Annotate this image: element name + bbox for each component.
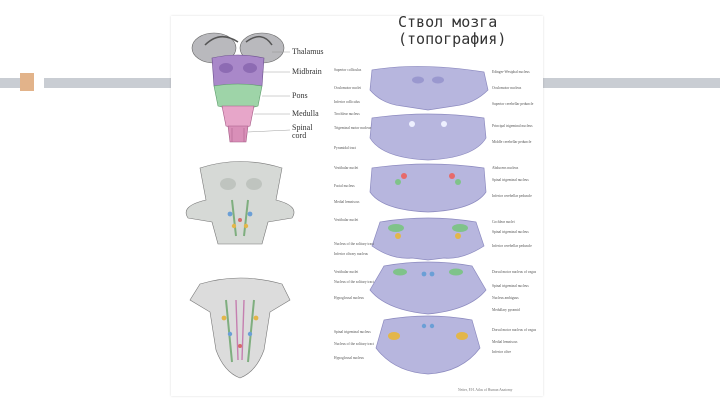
slide-title: Ствол мозга (топография) [398, 14, 506, 48]
label-thalamus: Thalamus [292, 47, 324, 56]
section-label-right: Spinal trigeminal nucleus [492, 230, 529, 234]
section-midbrain [369, 66, 489, 111]
section-label-right: Spinal trigeminal nucleus [492, 284, 529, 288]
section-label-left: Trochlear nucleus [334, 112, 360, 116]
section-lower-medulla [375, 315, 481, 375]
section-label-right: Nucleus ambiguus [492, 296, 519, 300]
section-label-right: Spinal trigeminal nucleus [492, 178, 529, 182]
section-label-right: Inferior cerebellar peduncle [492, 194, 532, 198]
section-label-left: Hypoglossal nucleus [334, 296, 364, 300]
section-label-left: Vestibular nuclei [334, 270, 359, 274]
slide-divider-mid [44, 78, 171, 88]
title-line-1: Ствол мозга [398, 13, 498, 31]
label-spinal: Spinal [292, 123, 313, 132]
section-label-right: Dorsal motor nucleus of vagus [492, 328, 537, 332]
section-label-right: Abducens nucleus [492, 166, 519, 170]
section-label-right: Inferior cerebellar peduncle [492, 244, 532, 248]
section-label-right: Cochlear nuclei [492, 220, 515, 224]
section-label-left: Spinal trigeminal nucleus [334, 330, 371, 334]
cross-sections [369, 66, 489, 375]
section-label-left: Pyramidal tract [334, 146, 357, 150]
section-lower-pons [369, 163, 487, 213]
section-label-left: Nucleus of the solitary tract [334, 242, 374, 246]
slide-divider-left [0, 78, 20, 88]
label-medulla: Medulla [292, 109, 319, 118]
section-label-right: Medial lemniscus [492, 340, 518, 344]
section-upper-pons [369, 113, 487, 161]
section-nuclei [388, 76, 468, 340]
section-label-left: Vestibular nuclei [334, 166, 359, 170]
dorsal-brainstem-view [185, 161, 295, 245]
section-label-left: Trigeminal motor nucleus [334, 126, 372, 130]
section-label-right: Edinger-Westphal nucleus [492, 70, 530, 74]
section-label-left: Oculomotor nuclei [334, 86, 362, 90]
section-label-left: Superior colliculus [334, 68, 362, 72]
section-label-left: Inferior colliculus [334, 100, 360, 104]
label-cord: cord [292, 131, 307, 140]
slide-divider-right [543, 78, 720, 88]
section-upper-medulla [371, 217, 485, 261]
slide-accent-square [20, 73, 34, 91]
section-label-right: Medullary pyramid [492, 308, 520, 312]
title-line-2: (топография) [398, 30, 507, 48]
figure-caption: Netter, F.H. Atlas of Human Anatomy [458, 388, 513, 392]
section-label-left: Vestibular nuclei [334, 218, 359, 222]
section-label-left: Hypoglossal nucleus [334, 356, 364, 360]
section-label-right: Dorsal motor nucleus of vagus [492, 270, 537, 274]
section-label-right: Middle cerebellar peduncle [492, 140, 532, 144]
label-pons: Pons [292, 91, 308, 100]
section-label-right: Oculomotor nucleus [492, 86, 522, 90]
label-midbrain: Midbrain [292, 67, 322, 76]
section-label-right: Principal trigeminal nucleus [492, 124, 533, 128]
section-label-left: Nucleus of the solitary tract [334, 280, 374, 284]
section-label-right: Inferior olive [492, 350, 512, 354]
section-label-left: Facial nucleus [334, 184, 355, 188]
section-label-left: Nucleus of the solitary tract [334, 342, 374, 346]
section-label-left: Medial lemniscus [334, 200, 360, 204]
brainstem-illustration [191, 32, 285, 143]
section-label-right: Superior cerebellar peduncle [492, 102, 534, 106]
nuclei-brainstem-view [189, 277, 291, 379]
section-label-left: Inferior olivary nucleus [334, 252, 368, 256]
section-mid-medulla [369, 261, 487, 315]
